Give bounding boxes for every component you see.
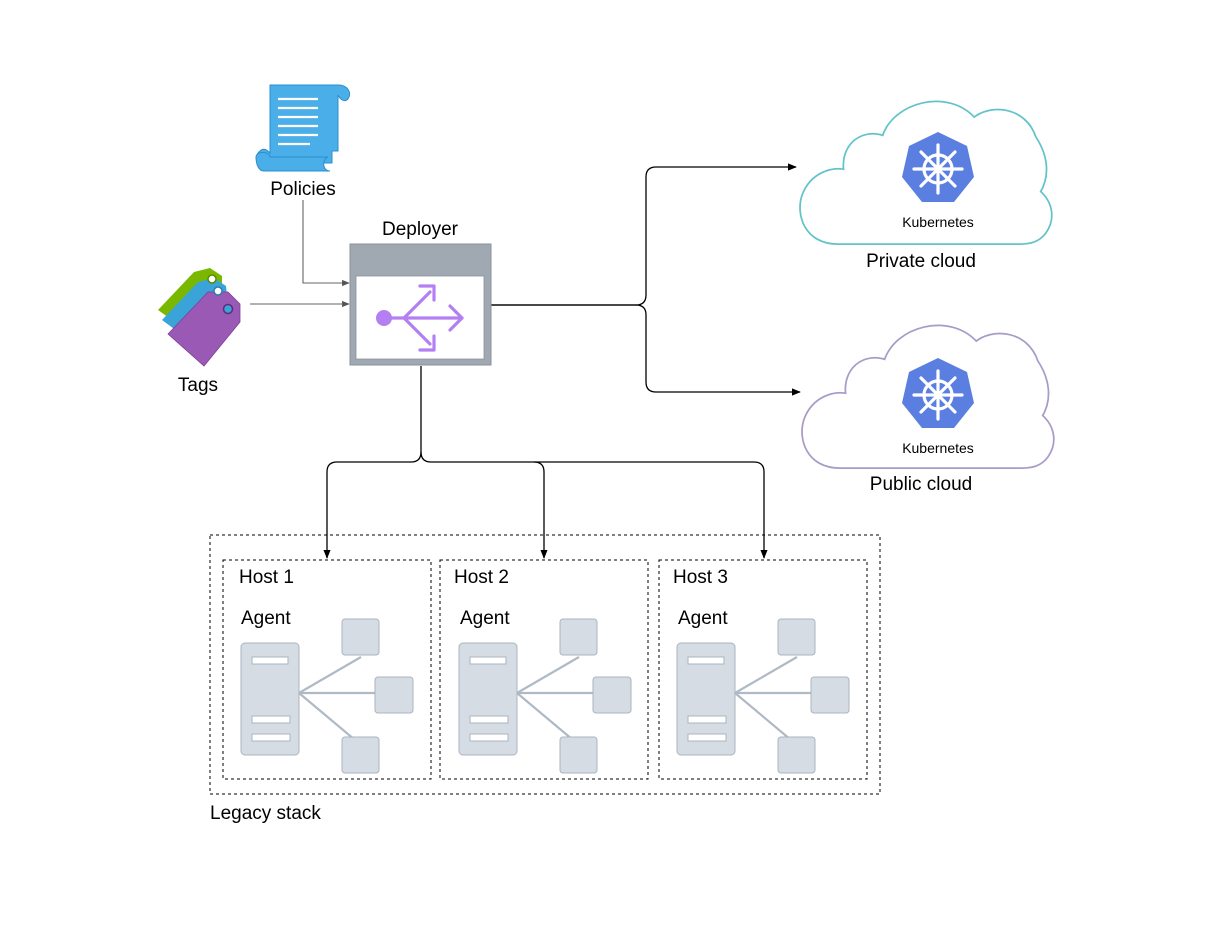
server-agent-icon [675,617,851,775]
deployer-to-private-cloud-connector [491,163,797,306]
agent-label: Agent [460,608,510,629]
deploy-arrows-icon [390,284,464,352]
host-border [439,559,649,780]
host-title: Host 3 [673,567,728,588]
policy-scroll-icon [255,84,351,172]
host-border [658,559,868,780]
host-card[interactable]: Host 2 Agent [439,559,649,780]
server-agent-icon [239,617,415,775]
server-agent-icon [457,617,633,775]
public-cloud-node[interactable]: Kubernetes Public cloud [804,328,1052,495]
tags-node[interactable]: Tags [158,268,241,396]
public-cloud-badge: Kubernetes [902,440,974,456]
private-cloud-node[interactable]: Kubernetes Private cloud [802,104,1050,272]
host-title: Host 2 [454,567,509,588]
policies-label: Policies [270,179,335,200]
public-cloud-label: Public cloud [870,474,972,495]
deployer-label: Deployer [382,219,459,240]
host-card[interactable]: Host 1 Agent [222,559,432,780]
tags-icon [158,268,241,367]
deployer-to-public-cloud-connector [491,304,801,396]
agent-label: Agent [241,608,291,629]
private-cloud-label: Private cloud [866,251,976,272]
policies-to-deployer-connector [302,200,350,287]
host-border [222,559,432,780]
tags-label: Tags [178,375,218,396]
legacy-stack-border [209,534,881,795]
agent-label: Agent [678,608,728,629]
deployer-to-host2-connector [420,451,548,559]
deployer-to-host1-connector [323,366,422,559]
host-card[interactable]: Host 3 Agent [658,559,868,780]
legacy-stack-group[interactable]: Legacy stack Host 1 Agent Host 2 Agent H… [209,534,881,824]
policies-node[interactable]: Policies [255,84,351,200]
host-title: Host 1 [239,567,294,588]
deploy-origin-dot [376,310,392,326]
deployer-to-host3-connector [534,461,768,559]
deployer-node[interactable]: Deployer [349,219,492,366]
legacy-stack-label: Legacy stack [210,803,321,824]
private-cloud-badge: Kubernetes [902,214,974,230]
